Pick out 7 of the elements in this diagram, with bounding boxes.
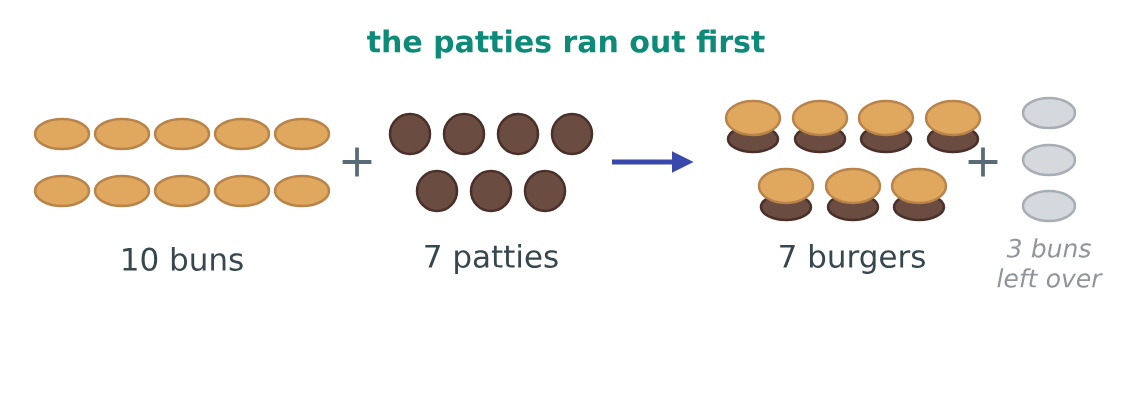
plus-sign: + [342,147,372,177]
count-label: 7 burgers [780,244,925,274]
count-label: 10 buns [123,247,243,271]
count-label: 7 patties [425,244,558,274]
title: the patties ran out first [367,29,765,59]
plus-sign: + [968,147,998,177]
note-label: 3 buns left over [997,238,1103,288]
